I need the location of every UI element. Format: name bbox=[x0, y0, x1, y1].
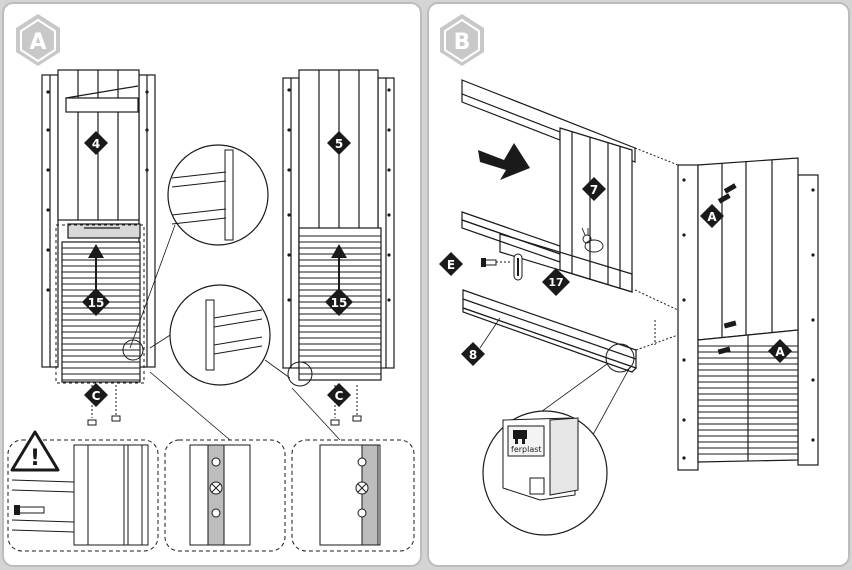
panel-a-badge: A bbox=[16, 14, 60, 66]
callout-part-17-label: 17 bbox=[548, 276, 563, 289]
door-right bbox=[282, 69, 395, 381]
slats-left bbox=[62, 247, 140, 381]
brand-label: ferplast bbox=[511, 445, 542, 454]
warning-symbol: ! bbox=[30, 446, 40, 471]
callout-part-5: 5 bbox=[327, 131, 351, 155]
callout-part-17: 17 bbox=[542, 268, 570, 296]
zoom-detail-bottom bbox=[149, 284, 291, 386]
screw-icon bbox=[14, 505, 45, 515]
callout-screw-a-top-label: A bbox=[707, 210, 717, 224]
callout-part-15-left: 15 bbox=[82, 288, 110, 316]
warning-triangle-icon: ! bbox=[10, 430, 60, 472]
screw-a-icons bbox=[717, 183, 737, 355]
alignment-guides bbox=[634, 147, 679, 351]
callout-screw-c-left: C bbox=[84, 383, 108, 407]
screw-e-icon bbox=[481, 258, 512, 267]
callout-screw-c-left-label: C bbox=[92, 389, 101, 403]
callout-screw-a-bottom: A bbox=[768, 339, 792, 363]
callout-screw-a-top: A bbox=[700, 204, 724, 228]
panel-a-badge-label: A bbox=[29, 30, 46, 55]
sliding-frame bbox=[461, 79, 636, 293]
up-arrow-right-icon bbox=[331, 244, 347, 290]
leader-detail-2 bbox=[149, 371, 231, 441]
callout-screw-e: E bbox=[439, 252, 463, 276]
callout-part-4-label: 4 bbox=[92, 137, 100, 151]
callout-part-8-label: 8 bbox=[469, 348, 477, 362]
callout-part-5-label: 5 bbox=[335, 137, 343, 151]
callout-part-15-right-label: 15 bbox=[331, 296, 348, 310]
door-left-guide bbox=[55, 224, 145, 384]
callout-part-7-label: 7 bbox=[590, 183, 598, 197]
rabbit-icon bbox=[581, 227, 604, 253]
detail-box-rail-left bbox=[164, 439, 286, 552]
direction-arrow-icon bbox=[478, 143, 530, 180]
spacer-17-icon bbox=[513, 253, 523, 281]
callout-part-15-right: 15 bbox=[325, 288, 353, 316]
panel-b-badge-label: B bbox=[454, 30, 471, 55]
callout-part-15-left-label: 15 bbox=[88, 296, 105, 310]
zoom-detail-top bbox=[129, 144, 269, 349]
label-zoom: ferplast bbox=[482, 343, 635, 536]
callout-screw-a-bottom-label: A bbox=[775, 345, 785, 359]
rail-8 bbox=[462, 289, 638, 373]
up-arrow-left-icon bbox=[88, 244, 104, 290]
callout-screw-e-label: E bbox=[447, 258, 455, 272]
panel-b-badge: B bbox=[440, 14, 484, 66]
callout-part-7: 7 bbox=[582, 177, 606, 201]
ferplast-logo-icon bbox=[513, 430, 527, 444]
leader-detail-3 bbox=[291, 387, 341, 441]
focus-ring-right bbox=[287, 361, 313, 387]
callout-screw-c-right: C bbox=[327, 383, 351, 407]
door-left-pins bbox=[46, 90, 149, 292]
door-right-pins bbox=[287, 88, 391, 302]
detail-box-rail-right bbox=[291, 439, 415, 552]
cage-side-panel bbox=[677, 157, 819, 471]
callout-screw-c-right-label: C bbox=[335, 389, 344, 403]
callout-part-4: 4 bbox=[84, 131, 108, 155]
focus-ring-left bbox=[122, 339, 144, 361]
cage-pins bbox=[682, 178, 815, 460]
callout-part-8: 8 bbox=[461, 317, 501, 366]
